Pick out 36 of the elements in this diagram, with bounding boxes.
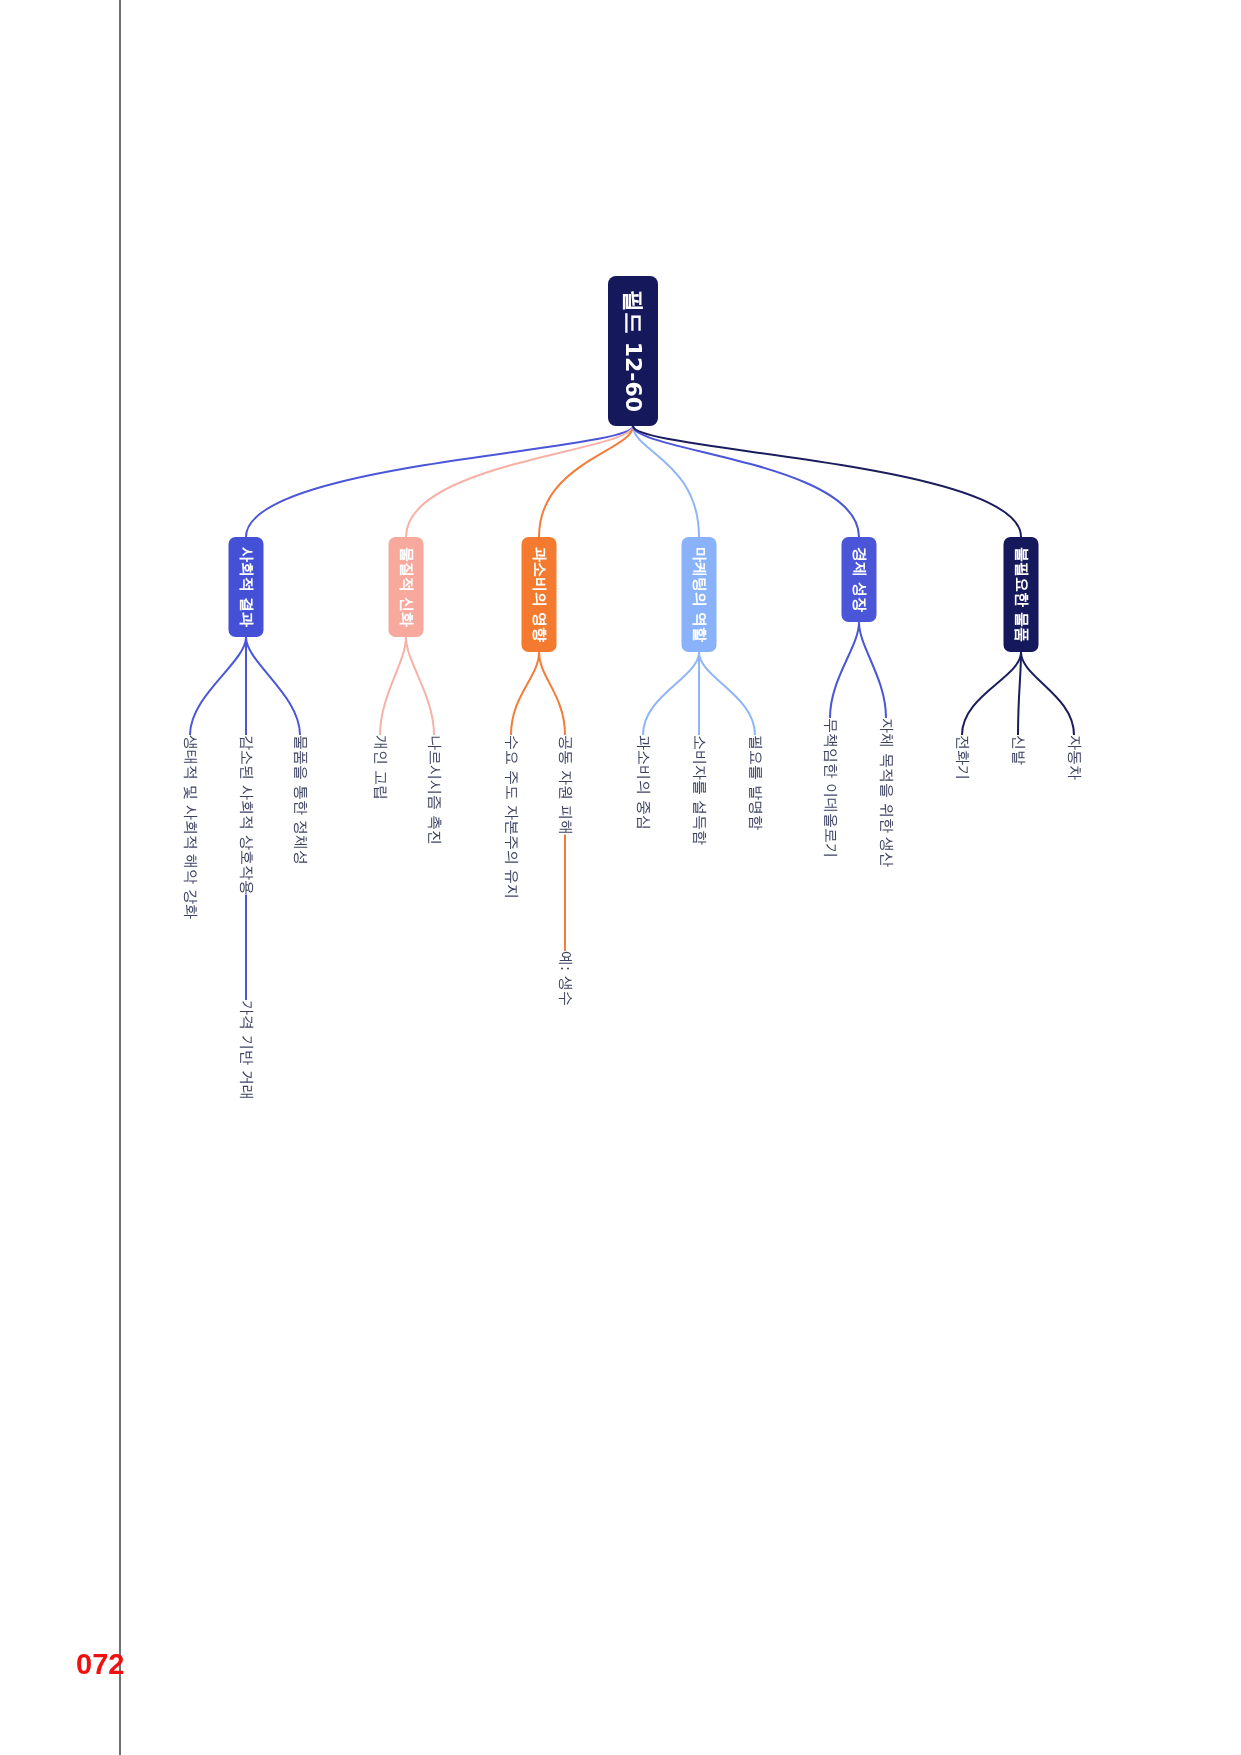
connector-line bbox=[538, 651, 566, 736]
topic-box: 불필요한 물품 bbox=[1003, 537, 1039, 653]
topic-box: 사회적 결과 bbox=[228, 537, 264, 638]
connector-line bbox=[1020, 651, 1075, 736]
connector-line bbox=[858, 621, 887, 719]
subtopic-text: 수요 주도 자본주의 유지 bbox=[501, 735, 521, 900]
topic-box: 물질적 신화 bbox=[388, 537, 424, 638]
subtopic-text: 가격 기반 거래 bbox=[236, 1000, 256, 1100]
connector-line bbox=[245, 636, 301, 736]
subtopic-text: 자동차 bbox=[1064, 735, 1084, 780]
subtopic-text: 과소비의 중심 bbox=[633, 735, 653, 830]
subtopic-text: 개인 고립 bbox=[370, 735, 390, 800]
root-topic-box: 필드 12-60 bbox=[608, 276, 658, 427]
connector-line bbox=[632, 425, 1022, 538]
subtopic-text: 나르시시즘 촉진 bbox=[424, 735, 444, 845]
subtopic-text: 생태적 및 사회적 해악 강화 bbox=[180, 735, 200, 920]
subtopic-text: 소비자를 설득함 bbox=[689, 735, 709, 845]
subtopic-text: 자체 목적을 위한 생산 bbox=[876, 718, 896, 868]
connector-line bbox=[405, 425, 634, 538]
connector-line bbox=[698, 651, 756, 736]
topic-box: 마케팅의 역할 bbox=[681, 537, 717, 653]
connector-line bbox=[245, 893, 247, 1001]
connector-line bbox=[245, 425, 634, 538]
connector-line bbox=[564, 833, 566, 952]
subtopic-text: 예: 생수 bbox=[555, 951, 575, 1006]
connector-line bbox=[405, 636, 435, 736]
subtopic-text: 공동 자원 피해 bbox=[555, 735, 575, 835]
topic-box: 경제 성장 bbox=[841, 537, 877, 623]
subtopic-text: 전화기 bbox=[952, 735, 972, 780]
subtopic-text: 감소된 사회적 상호작용 bbox=[236, 735, 256, 895]
subtopic-text: 무책임한 이데올로기 bbox=[820, 718, 840, 858]
subtopic-text: 물품을 통한 정체성 bbox=[290, 735, 310, 865]
connector-line bbox=[632, 425, 700, 538]
topic-box: 과소비의 영향 bbox=[521, 537, 557, 653]
subtopic-text: 필요를 발명함 bbox=[745, 735, 765, 830]
subtopic-text: 신발 bbox=[1008, 735, 1028, 765]
